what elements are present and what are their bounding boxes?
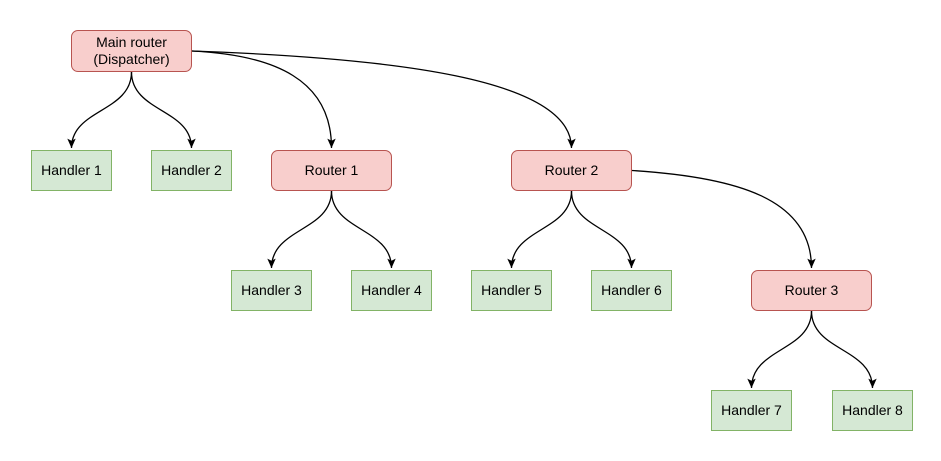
node-handler-4: Handler 4 — [351, 270, 432, 311]
node-main-router: Main router (Dispatcher) — [71, 30, 192, 72]
node-router-3-label: Router 3 — [784, 282, 839, 298]
node-handler-1-label: Handler 1 — [41, 162, 102, 178]
edge-router-1-to-handler-4 — [330, 190, 396, 269]
edge-router-2-to-handler-5 — [507, 190, 573, 269]
edge-main-router-to-handler-2 — [130, 71, 196, 149]
node-handler-7-label: Handler 7 — [721, 402, 782, 418]
node-handler-3: Handler 3 — [231, 270, 312, 311]
node-router-2: Router 2 — [511, 150, 632, 191]
edge-main-router-to-router-2 — [191, 50, 576, 149]
node-handler-1: Handler 1 — [31, 150, 112, 191]
node-router-2-label: Router 2 — [544, 162, 599, 178]
edge-router-3-to-handler-8 — [810, 310, 877, 389]
node-handler-8: Handler 8 — [832, 390, 913, 431]
node-handler-5: Handler 5 — [471, 270, 552, 311]
node-router-1: Router 1 — [271, 150, 392, 191]
edge-router-3-to-handler-7 — [747, 310, 813, 389]
node-handler-5-label: Handler 5 — [481, 282, 542, 298]
node-router-3: Router 3 — [751, 270, 872, 311]
edge-main-router-to-router-1 — [191, 50, 336, 149]
node-handler-6-label: Handler 6 — [601, 282, 662, 298]
edge-router-1-to-handler-3 — [267, 190, 333, 269]
node-handler-2-label: Handler 2 — [161, 162, 222, 178]
node-handler-7: Handler 7 — [711, 390, 792, 431]
node-handler-4-label: Handler 4 — [361, 282, 422, 298]
node-handler-3-label: Handler 3 — [241, 282, 302, 298]
node-handler-2: Handler 2 — [151, 150, 232, 191]
node-router-1-label: Router 1 — [304, 162, 359, 178]
edge-router-2-to-handler-6 — [570, 190, 636, 269]
node-main-router-label-line2: (Dispatcher) — [93, 51, 170, 67]
edge-router-2-to-router-3 — [631, 169, 816, 269]
edge-main-router-to-handler-1 — [67, 71, 133, 149]
node-handler-8-label: Handler 8 — [842, 402, 903, 418]
node-main-router-label-line1: Main router — [96, 34, 167, 50]
node-handler-6: Handler 6 — [591, 270, 672, 311]
